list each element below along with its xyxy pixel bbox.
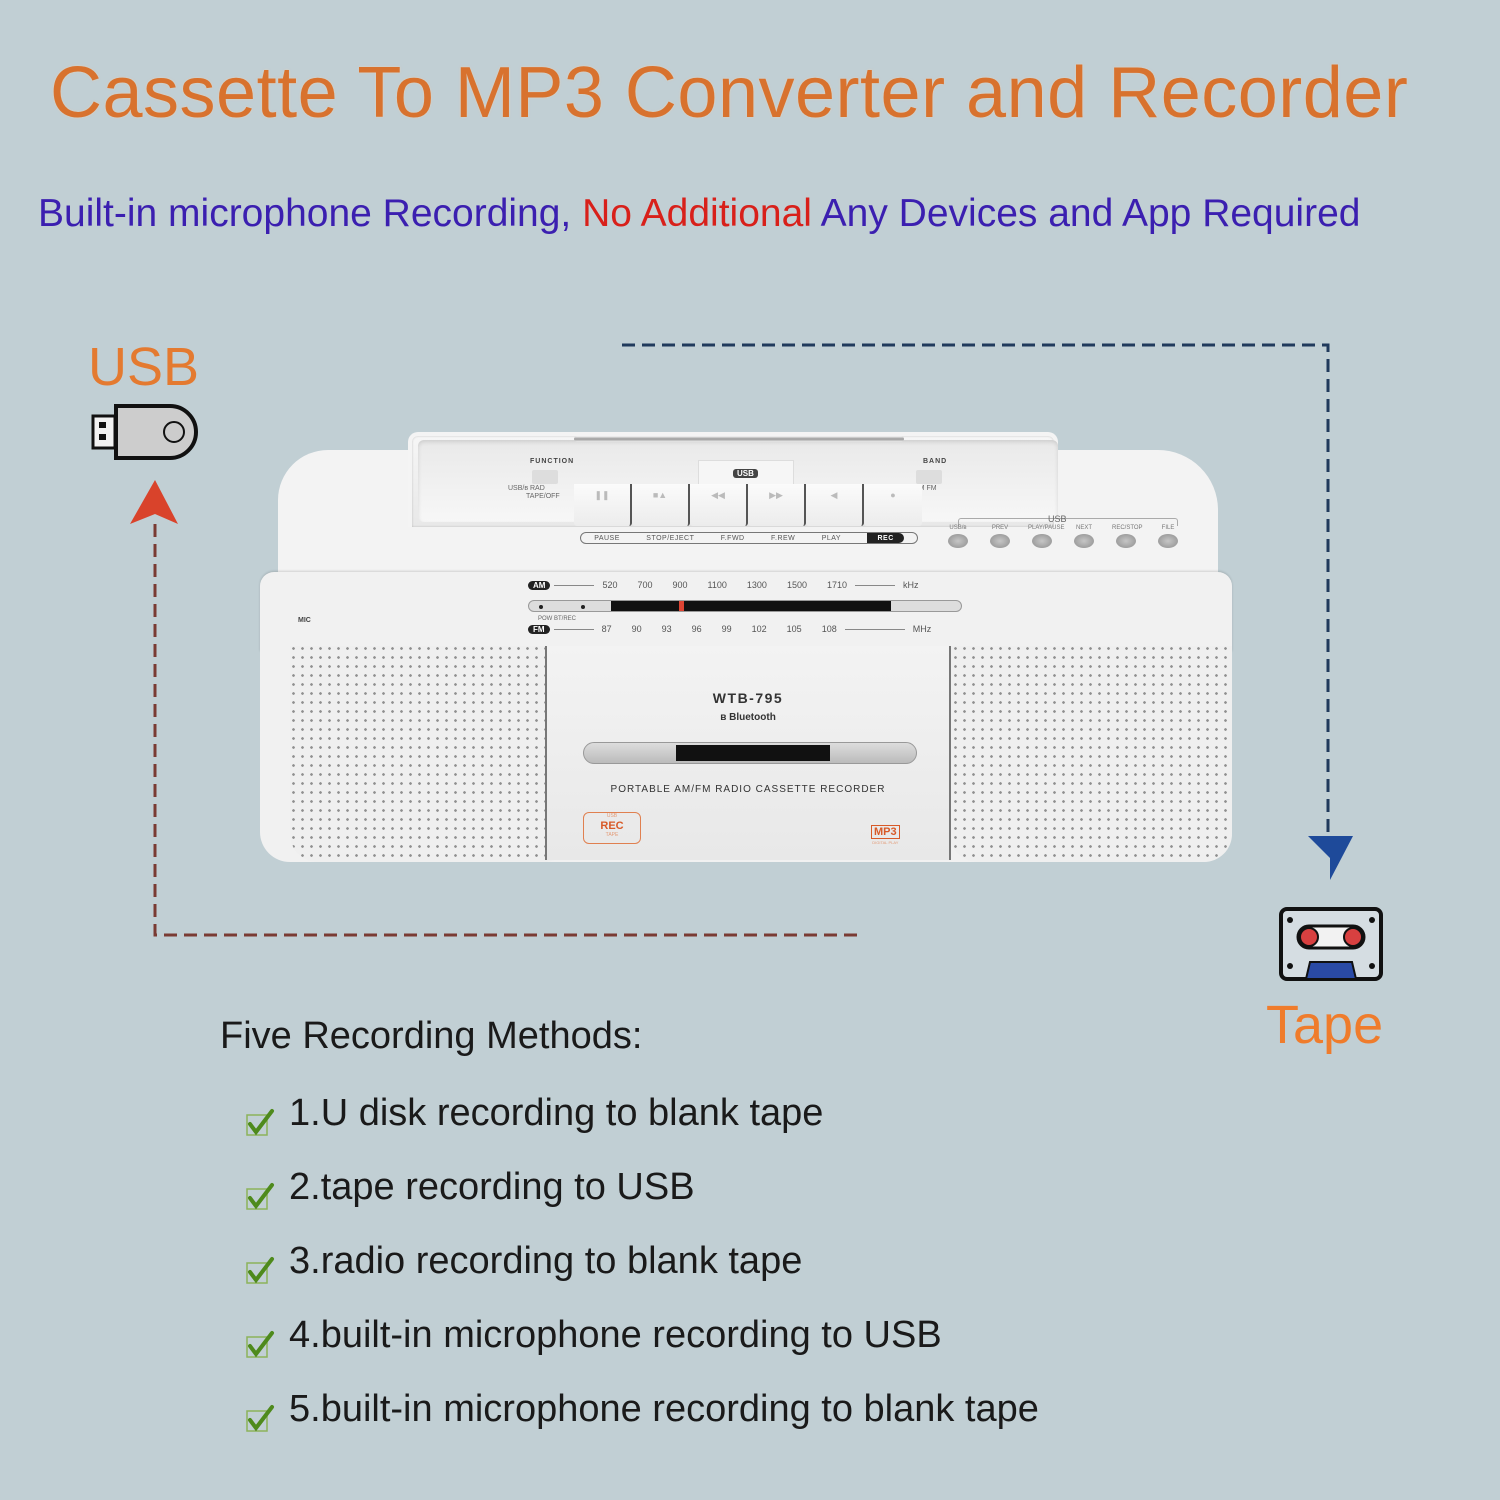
- next-button[interactable]: NEXT: [1070, 525, 1098, 553]
- usb-arrow-head: [130, 480, 178, 524]
- pause-key[interactable]: ❚❚: [574, 484, 632, 526]
- am-tick-label: 1300: [746, 580, 767, 590]
- fm-tick-label: 96: [691, 624, 702, 634]
- method-list-item: 4.built-in microphone recording to USB: [245, 1314, 942, 1358]
- mic-label: MIC: [298, 617, 311, 624]
- usb-panel-bracket: [958, 518, 1178, 526]
- method-list-item: 5.built-in microphone recording to blank…: [245, 1388, 1039, 1432]
- checkmark-icon: [246, 1330, 274, 1358]
- usb-label: USB: [88, 337, 200, 397]
- method-text: 3.radio recording to blank tape: [289, 1240, 803, 1282]
- file-button[interactable]: FILE: [1154, 525, 1182, 553]
- subtitle-highlight: No Additional: [582, 192, 812, 235]
- bluetooth-icon: ʙ: [720, 712, 730, 723]
- subtitle-part3: Any Devices and App Required: [811, 192, 1361, 235]
- rec-key[interactable]: ●: [864, 484, 922, 526]
- function-label: FUNCTION: [530, 458, 575, 465]
- mp3-badge: MP3 DIGITAL PLAY: [871, 825, 900, 845]
- indicator-labels: POW BT/REC: [538, 616, 577, 622]
- am-tick-label: 900: [672, 580, 688, 590]
- tuning-needle: [679, 601, 684, 611]
- fm-tick-label: 93: [661, 624, 672, 634]
- am-tick-label: 520: [602, 580, 618, 590]
- checkmark-icon: [246, 1182, 274, 1210]
- usb-flash-drive-icon: [91, 404, 198, 460]
- methods-heading: Five Recording Methods:: [220, 1015, 643, 1057]
- usb-flow-line: [153, 520, 857, 937]
- play-key[interactable]: ◀: [806, 484, 864, 526]
- checkmark-icon: [246, 1256, 274, 1284]
- usb-panel-label: USB: [1048, 514, 1067, 524]
- method-text: 1.U disk recording to blank tape: [289, 1092, 824, 1134]
- band-label: BAND: [923, 458, 948, 465]
- rec-stop-button[interactable]: REC/STOP: [1112, 525, 1143, 553]
- play-pause-button[interactable]: PLAY/PAUSE: [1028, 525, 1064, 553]
- rec-badge: USB REC TAPE: [583, 812, 641, 844]
- fm-tick-label: 105: [786, 624, 802, 634]
- page-title: Cassette To MP3 Converter and Recorder: [50, 53, 1409, 133]
- function-sub: TAPE/OFF: [526, 493, 560, 500]
- tape-flow-line: [622, 343, 1330, 845]
- method-text: 2.tape recording to USB: [289, 1166, 695, 1208]
- stop-eject-key[interactable]: ■▲: [632, 484, 690, 526]
- frew-key[interactable]: ▶▶: [748, 484, 806, 526]
- usb-buttons: USB/ʙ PREV PLAY/PAUSE NEXT REC/STOP FILE: [944, 525, 1182, 553]
- cassette-tape-icon: [1279, 907, 1383, 981]
- function-options: USB/ʙ RAD: [508, 485, 545, 492]
- model-number: WTB-795: [712, 690, 784, 706]
- subtitle-part1: Built-in microphone Recording,: [38, 192, 583, 235]
- ffwd-key[interactable]: ◀◀: [690, 484, 748, 526]
- usb-bt-button[interactable]: USB/ʙ: [944, 525, 972, 553]
- left-speaker-grille: [290, 646, 572, 862]
- tape-label: Tape: [1266, 995, 1384, 1055]
- transport-keys: ❚❚ ■▲ ◀◀ ▶▶ ◀ ●: [574, 484, 922, 526]
- checkmark-icon: [246, 1404, 274, 1432]
- transport-key-labels: PAUSE STOP/EJECT F.FWD F.REW PLAY REC: [580, 532, 918, 544]
- subtitle: Built-in microphone Recording, No Additi…: [38, 192, 1360, 236]
- am-tick-label: 1500: [786, 580, 807, 590]
- method-list-item: 1.U disk recording to blank tape: [245, 1092, 824, 1136]
- fm-tick-label: 102: [751, 624, 767, 634]
- function-switch[interactable]: [532, 470, 558, 484]
- tape-arrow-head: [1308, 836, 1353, 880]
- tuning-dial: [528, 600, 962, 612]
- method-text: 5.built-in microphone recording to blank…: [289, 1388, 1039, 1430]
- fm-tick-label: 90: [631, 624, 642, 634]
- method-list-item: 2.tape recording to USB: [245, 1166, 695, 1210]
- fm-tick-label: 87: [601, 624, 612, 634]
- cassette-door[interactable]: WTB-795 ʙ Bluetooth PORTABLE AM/FM RADIO…: [545, 646, 951, 860]
- prev-button[interactable]: PREV: [986, 525, 1014, 553]
- checkmark-icon: [246, 1108, 274, 1136]
- am-tick-label: 700: [637, 580, 653, 590]
- fm-tick-label: 108: [821, 624, 837, 634]
- method-text: 4.built-in microphone recording to USB: [289, 1314, 942, 1356]
- band-switch[interactable]: [916, 470, 942, 484]
- band-options: AM FM: [914, 485, 937, 492]
- am-tick-label: 1100: [707, 580, 727, 590]
- device-description: PORTABLE AM/FM RADIO CASSETTE RECORDER: [610, 784, 886, 795]
- antenna: [574, 436, 904, 442]
- method-list-item: 3.radio recording to blank tape: [245, 1240, 803, 1284]
- device-lower-body: WTB-795 ʙ Bluetooth PORTABLE AM/FM RADIO…: [260, 642, 1232, 862]
- cassette-window: [583, 742, 917, 764]
- fm-tick-label: 99: [721, 624, 732, 634]
- right-speaker-grille: [950, 646, 1232, 862]
- boombox-device: USB FUNCTION USB/ʙ RAD TAPE/OFF BAND AM …: [258, 432, 1233, 862]
- am-tick-label: 1710: [826, 580, 847, 590]
- bluetooth-label: ʙ Bluetooth: [720, 712, 776, 723]
